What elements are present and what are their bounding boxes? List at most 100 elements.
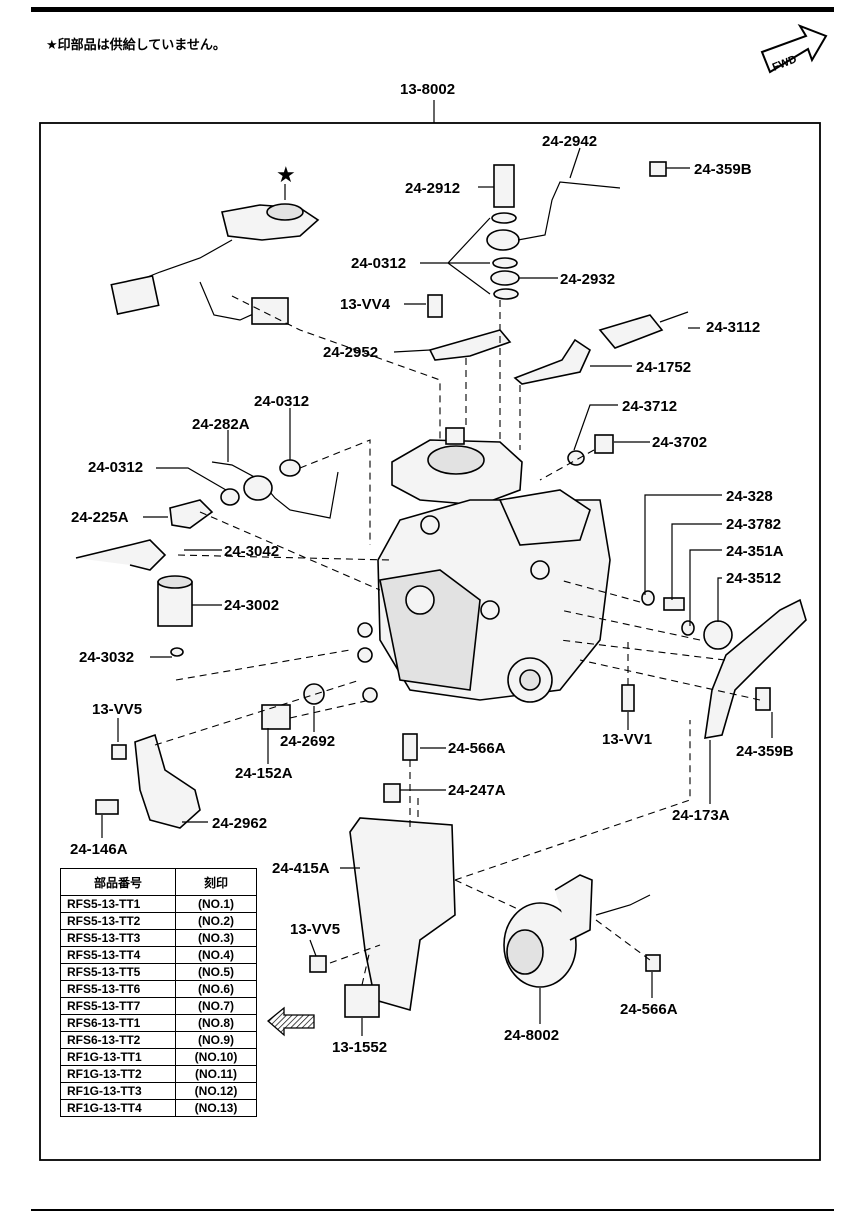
- top-rule: [31, 7, 834, 12]
- marking-cell: (NO.6): [175, 980, 257, 998]
- label-24-173A: 24-173A: [672, 807, 730, 824]
- marking-cell: (NO.3): [175, 929, 257, 947]
- solenoid-3002: [157, 581, 193, 627]
- part-number-cell: RF1G-13-TT4: [60, 1099, 176, 1117]
- label-24-152A: 24-152A: [235, 765, 293, 782]
- marking-cell: (NO.8): [175, 1014, 257, 1032]
- label-24-0312-c: 24-0312: [88, 459, 143, 476]
- marking-cell: (NO.2): [175, 912, 257, 930]
- marking-cell: (NO.4): [175, 946, 257, 964]
- label-24-225A: 24-225A: [71, 509, 129, 526]
- table-row: RFS5-13-TT3(NO.3): [60, 929, 257, 947]
- assembly-label: 13-8002: [400, 81, 455, 98]
- table-row: RFS6-13-TT1(NO.8): [60, 1014, 257, 1032]
- label-24-0312-b: 24-0312: [254, 393, 309, 410]
- part-number-cell: RF1G-13-TT2: [60, 1065, 176, 1083]
- label-24-566A-b: 24-566A: [620, 1001, 678, 1018]
- marking-cell: (NO.1): [175, 895, 257, 913]
- bracket-415A: [349, 817, 456, 1012]
- label-24-415A: 24-415A: [272, 860, 330, 877]
- plug-3702: [594, 434, 614, 454]
- label-24-328: 24-328: [726, 488, 773, 505]
- label-24-3712: 24-3712: [622, 398, 677, 415]
- part-number-cell: RFS5-13-TT7: [60, 997, 176, 1015]
- banjo-fittings: [486, 161, 667, 300]
- bracket-2962: [134, 733, 201, 829]
- label-13-1552: 13-1552: [332, 1039, 387, 1056]
- label-24-2952: 24-2952: [323, 344, 378, 361]
- label-13-VV5-a: 13-VV5: [92, 701, 142, 718]
- label-24-3032: 24-3032: [79, 649, 134, 666]
- label-24-2962: 24-2962: [212, 815, 267, 832]
- label-24-2942: 24-2942: [542, 133, 597, 150]
- assembly-frame: [39, 122, 821, 1161]
- fwd-arrow-icon: FWD: [760, 24, 828, 74]
- bracket-1752: [513, 338, 592, 385]
- table-row: RFS5-13-TT1(NO.1): [60, 895, 257, 913]
- label-24-566A-a: 24-566A: [448, 740, 506, 757]
- part-number-cell: RFS5-13-TT2: [60, 912, 176, 930]
- table-row: RF1G-13-TT2(NO.11): [60, 1065, 257, 1083]
- label-13-VV5-b: 13-VV5: [290, 921, 340, 938]
- part-number-cell: RFS5-13-TT5: [60, 963, 176, 981]
- label-24-3002: 24-3002: [224, 597, 279, 614]
- bolt-vv4: [427, 294, 443, 318]
- switch-3112: [598, 314, 664, 349]
- label-24-282A: 24-282A: [192, 416, 250, 433]
- table-row: RF1G-13-TT3(NO.12): [60, 1082, 257, 1100]
- label-24-3512: 24-3512: [726, 570, 781, 587]
- connector-1552: [344, 984, 380, 1018]
- star-icon: ★: [276, 162, 296, 187]
- label-24-351A: 24-351A: [726, 543, 784, 560]
- table-row: RF1G-13-TT1(NO.10): [60, 1048, 257, 1066]
- table-row: RFS5-13-TT5(NO.5): [60, 963, 257, 981]
- part-number-cell: RFS5-13-TT3: [60, 929, 176, 947]
- table-row: RFS5-13-TT7(NO.7): [60, 997, 257, 1015]
- plug-225A: [169, 499, 214, 529]
- label-24-3042: 24-3042: [224, 543, 279, 560]
- marking-cell: (NO.5): [175, 963, 257, 981]
- label-24-2692: 24-2692: [280, 733, 335, 750]
- bottom-rule: [31, 1209, 834, 1211]
- part-number-cell: RFS6-13-TT1: [60, 1014, 176, 1032]
- marking-cell: (NO.9): [175, 1031, 257, 1049]
- label-24-3782: 24-3782: [726, 516, 781, 533]
- cap-3512: [703, 620, 733, 650]
- label-24-8002: 24-8002: [504, 1027, 559, 1044]
- table-row: RFS5-13-TT4(NO.4): [60, 946, 257, 964]
- label-24-359B-top: 24-359B: [694, 161, 752, 178]
- label-13-VV4: 13-VV4: [340, 296, 391, 313]
- bolt-359B: [755, 687, 771, 711]
- bolt-vv1: [621, 684, 635, 712]
- bracket-2952: [428, 329, 512, 361]
- table-header-row: 部品番号 刻印: [60, 868, 257, 896]
- table-row: RFS6-13-TT2(NO.9): [60, 1031, 257, 1049]
- marking-cell: (NO.11): [175, 1065, 257, 1083]
- supply-note: ★印部品は供給していません。: [46, 37, 226, 52]
- sensor-3042: [75, 539, 167, 571]
- marking-cell: (NO.10): [175, 1048, 257, 1066]
- label-24-3702: 24-3702: [652, 434, 707, 451]
- sensor-harness: [110, 203, 320, 325]
- injection-pump-body: [357, 427, 611, 703]
- label-13-VV1: 13-VV1: [602, 731, 652, 748]
- part-number-cell: RF1G-13-TT3: [60, 1082, 176, 1100]
- marking-cell: (NO.12): [175, 1082, 257, 1100]
- part-number-cell: RFS5-13-TT1: [60, 895, 176, 913]
- label-24-247A: 24-247A: [448, 782, 506, 799]
- label-24-2912: 24-2912: [405, 180, 460, 197]
- header-marking: 刻印: [175, 868, 257, 896]
- plug-152A: [261, 704, 291, 730]
- header-part-number: 部品番号: [60, 868, 176, 896]
- table-row: RF1G-13-TT4(NO.13): [60, 1099, 257, 1117]
- part-number-cell: RFS5-13-TT6: [60, 980, 176, 998]
- part-number-cell: RFS6-13-TT2: [60, 1031, 176, 1049]
- part-number-table: 部品番号 刻印 RFS5-13-TT1(NO.1) RFS5-13-TT2(NO…: [60, 868, 257, 1117]
- part-number-cell: RF1G-13-TT1: [60, 1048, 176, 1066]
- table-row: RFS5-13-TT2(NO.2): [60, 912, 257, 930]
- label-24-3112: 24-3112: [706, 319, 760, 336]
- table-row: RFS5-13-TT6(NO.6): [60, 980, 257, 998]
- washer-2692: [303, 683, 325, 705]
- label-24-1752: 24-1752: [636, 359, 691, 376]
